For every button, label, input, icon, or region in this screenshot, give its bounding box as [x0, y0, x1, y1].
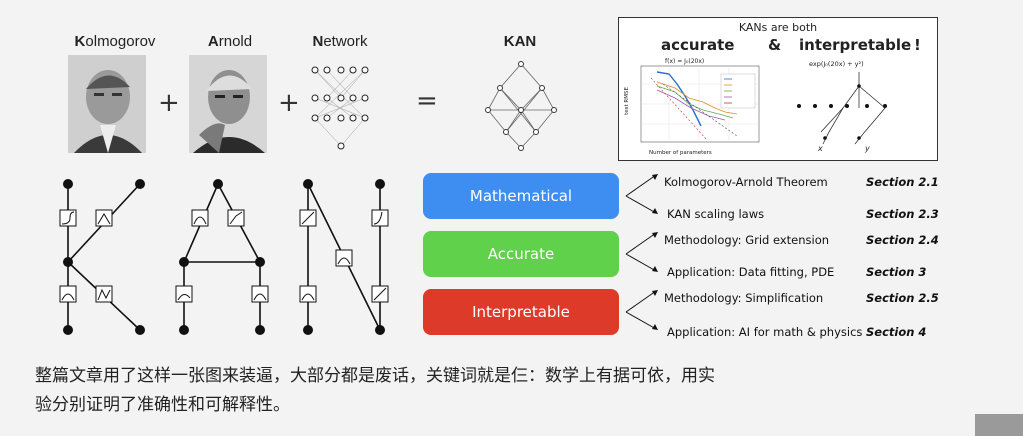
tree-y-label: y	[865, 144, 870, 153]
pillar-item-text: Methodology: Simplification	[664, 291, 824, 305]
pillar-item-section: Section 3	[866, 265, 927, 279]
inset-title: KANs are both	[738, 21, 818, 34]
caption: 整篇文章用了这样一张图来装逼，大部分都是废话，关键词就是仨：数学上有据可依，用实…	[35, 362, 995, 420]
arrow-line	[625, 311, 657, 330]
pillar-item-section: Section 2.5	[866, 291, 939, 305]
arnold-rest: rnold	[218, 33, 253, 50]
header-network: Network	[300, 33, 380, 50]
scaling-plot	[640, 65, 760, 143]
pillar-arrows	[625, 232, 658, 272]
pillar-mathematical: Mathematical	[423, 173, 619, 219]
kan-summary-inset: KANs are both accurate & interpretable !…	[618, 17, 938, 161]
network-initial: N	[312, 33, 324, 50]
corner-overlay	[975, 414, 1023, 436]
kan-letters-diagram	[59, 179, 389, 335]
arrow-line	[625, 195, 657, 214]
header-kan: KAN	[503, 33, 537, 50]
plus-sign-2: +	[278, 88, 300, 118]
kolmogorov-portrait	[68, 55, 146, 153]
arrow-head-icon	[652, 324, 658, 330]
pillar-interpretable: Interpretable	[423, 289, 619, 335]
kan-letter-edges	[67, 183, 381, 331]
symbolic-tree	[797, 72, 887, 145]
inset-ampersand: &	[768, 36, 782, 54]
pillar-item-text: Kolmogorov-Arnold Theorem	[664, 175, 828, 189]
arnold-portrait	[189, 55, 267, 153]
pillar-item-text: Application: AI for math & physics	[667, 325, 863, 339]
network-rest: etwork	[323, 33, 368, 50]
arnold-initial: A	[207, 33, 219, 50]
inset-interpretable: interpretable	[799, 36, 912, 54]
caption-line-1: 整篇文章用了这样一张图来装逼，大部分都是废话，关键词就是仨：数学上有据可依，用实	[35, 366, 715, 386]
pillar-item-text: Methodology: Grid extension	[664, 233, 830, 247]
plot-xlabel: Number of parameters	[649, 150, 712, 156]
arrow-line	[625, 253, 657, 272]
plot-formula: f(x) = J₀(20x)	[665, 58, 705, 65]
pillar-item-text: Application: Data fitting, PDE	[667, 265, 835, 279]
arrow-head-icon	[652, 208, 658, 214]
caption-line-2: 验分别证明了准确性和可解释性。	[35, 395, 290, 415]
pillar-arrows	[625, 290, 658, 330]
pillar-accurate: Accurate	[423, 231, 619, 277]
header-arnold: Arnold	[190, 33, 270, 50]
tree-formula: exp(J₀(20x) + y²)	[809, 60, 864, 68]
pillar-arrows	[625, 174, 658, 214]
kolmogorov-initial: K	[74, 33, 86, 50]
tree-x-label: x	[818, 144, 823, 153]
kan-activation-curves	[61, 211, 387, 301]
pillar-item-section: Section 2.4	[866, 233, 939, 247]
kan-activation-boxes	[59, 209, 389, 303]
pillar-item-text: KAN scaling laws	[667, 207, 765, 221]
arrow-head-icon	[652, 290, 658, 296]
arrow-head-icon	[652, 266, 658, 272]
pillar-item-section: Section 2.1	[866, 175, 939, 189]
arrow-head-icon	[652, 174, 658, 180]
arrow-line	[625, 174, 657, 197]
arrow-line	[625, 232, 657, 255]
arrow-head-icon	[652, 232, 658, 238]
mlp-network-icon	[311, 66, 369, 150]
inset-accurate: accurate	[661, 36, 735, 54]
pillar-item-section: Section 4	[866, 325, 927, 339]
plus-sign-1: +	[158, 88, 180, 118]
kolmogorov-rest: olmogorov	[85, 33, 156, 50]
inset-exclamation: !	[914, 36, 921, 54]
plot-ylabel: test RMSE	[623, 87, 630, 115]
header-kolmogorov: Kolmogorov	[60, 33, 170, 50]
kan-network-icon	[485, 61, 557, 151]
arrow-line	[625, 290, 657, 313]
equals-sign: =	[416, 86, 438, 116]
kan-letter-nodes	[63, 179, 385, 335]
pillar-item-section: Section 2.3	[866, 207, 939, 221]
